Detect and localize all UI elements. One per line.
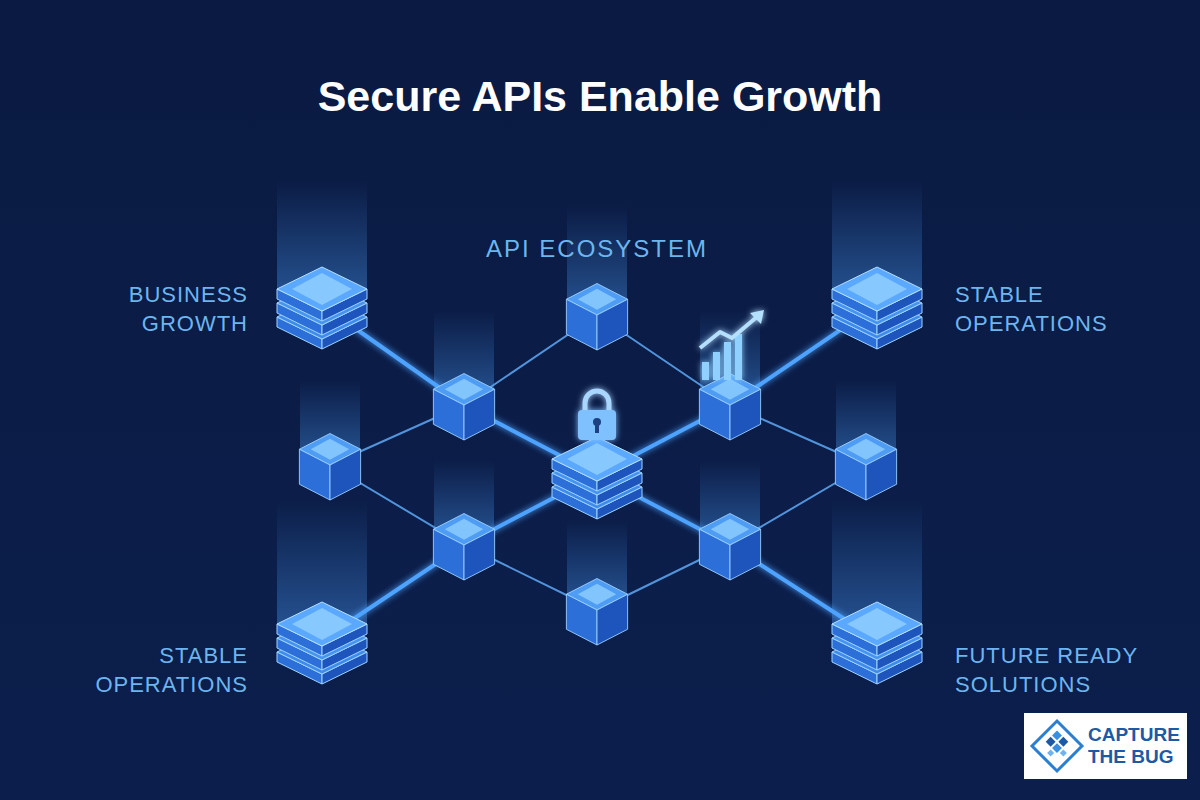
lock-shackle <box>585 391 609 413</box>
lock-icon <box>578 391 616 440</box>
chart-trend <box>700 316 758 348</box>
diagram-title: Secure APIs Enable Growth <box>0 68 1200 124</box>
network-cube <box>699 374 760 441</box>
platform-stack: BUSINESS GROWTH <box>272 260 372 350</box>
lock-body <box>578 410 616 440</box>
stack-shape <box>832 602 922 684</box>
network-cube <box>299 434 360 501</box>
platform-stack: STABLE OPERATIONS <box>827 260 927 350</box>
chart-bar <box>702 362 709 380</box>
chart-arrow-head <box>750 310 764 324</box>
mesh-links <box>330 315 866 610</box>
chart-bar <box>735 334 742 380</box>
network-cube <box>433 514 494 581</box>
network-cube <box>835 434 896 501</box>
stack-shape <box>827 595 927 685</box>
light-beams <box>277 180 922 625</box>
network-cube <box>699 514 760 581</box>
outcome-label: STABLE OPERATIONS <box>78 641 248 699</box>
network-cube <box>566 284 627 351</box>
outcome-label: FUTURE READY SOLUTIONS <box>955 641 1155 699</box>
logo-mark <box>1029 718 1085 774</box>
network-cubes <box>299 284 896 646</box>
logo-text: CAPTURE THE BUG <box>1088 724 1186 768</box>
stack-shape <box>277 602 367 684</box>
logo-mark <box>1032 721 1082 771</box>
core-stack <box>552 437 642 519</box>
outcome-label: STABLE OPERATIONS <box>955 280 1155 338</box>
lock-keyhole <box>595 424 599 433</box>
network-cube <box>566 579 627 646</box>
logo-box: CAPTURE THE BUG <box>1024 713 1187 779</box>
outcome-label: BUSINESS GROWTH <box>98 280 248 338</box>
stack-shape <box>832 267 922 349</box>
platform-stack: STABLE OPERATIONS <box>272 595 372 685</box>
stack-shape <box>827 260 927 350</box>
stack-shape <box>277 267 367 349</box>
network-cube <box>433 374 494 441</box>
stack-shape <box>272 260 372 350</box>
platform-stack: FUTURE READY SOLUTIONS <box>827 595 927 685</box>
stack-shape <box>272 595 372 685</box>
chart-bar <box>724 342 731 380</box>
growth-chart-icon <box>700 310 764 380</box>
chart-bar <box>713 352 720 380</box>
section-label: API ECOSYSTEM <box>397 234 797 264</box>
